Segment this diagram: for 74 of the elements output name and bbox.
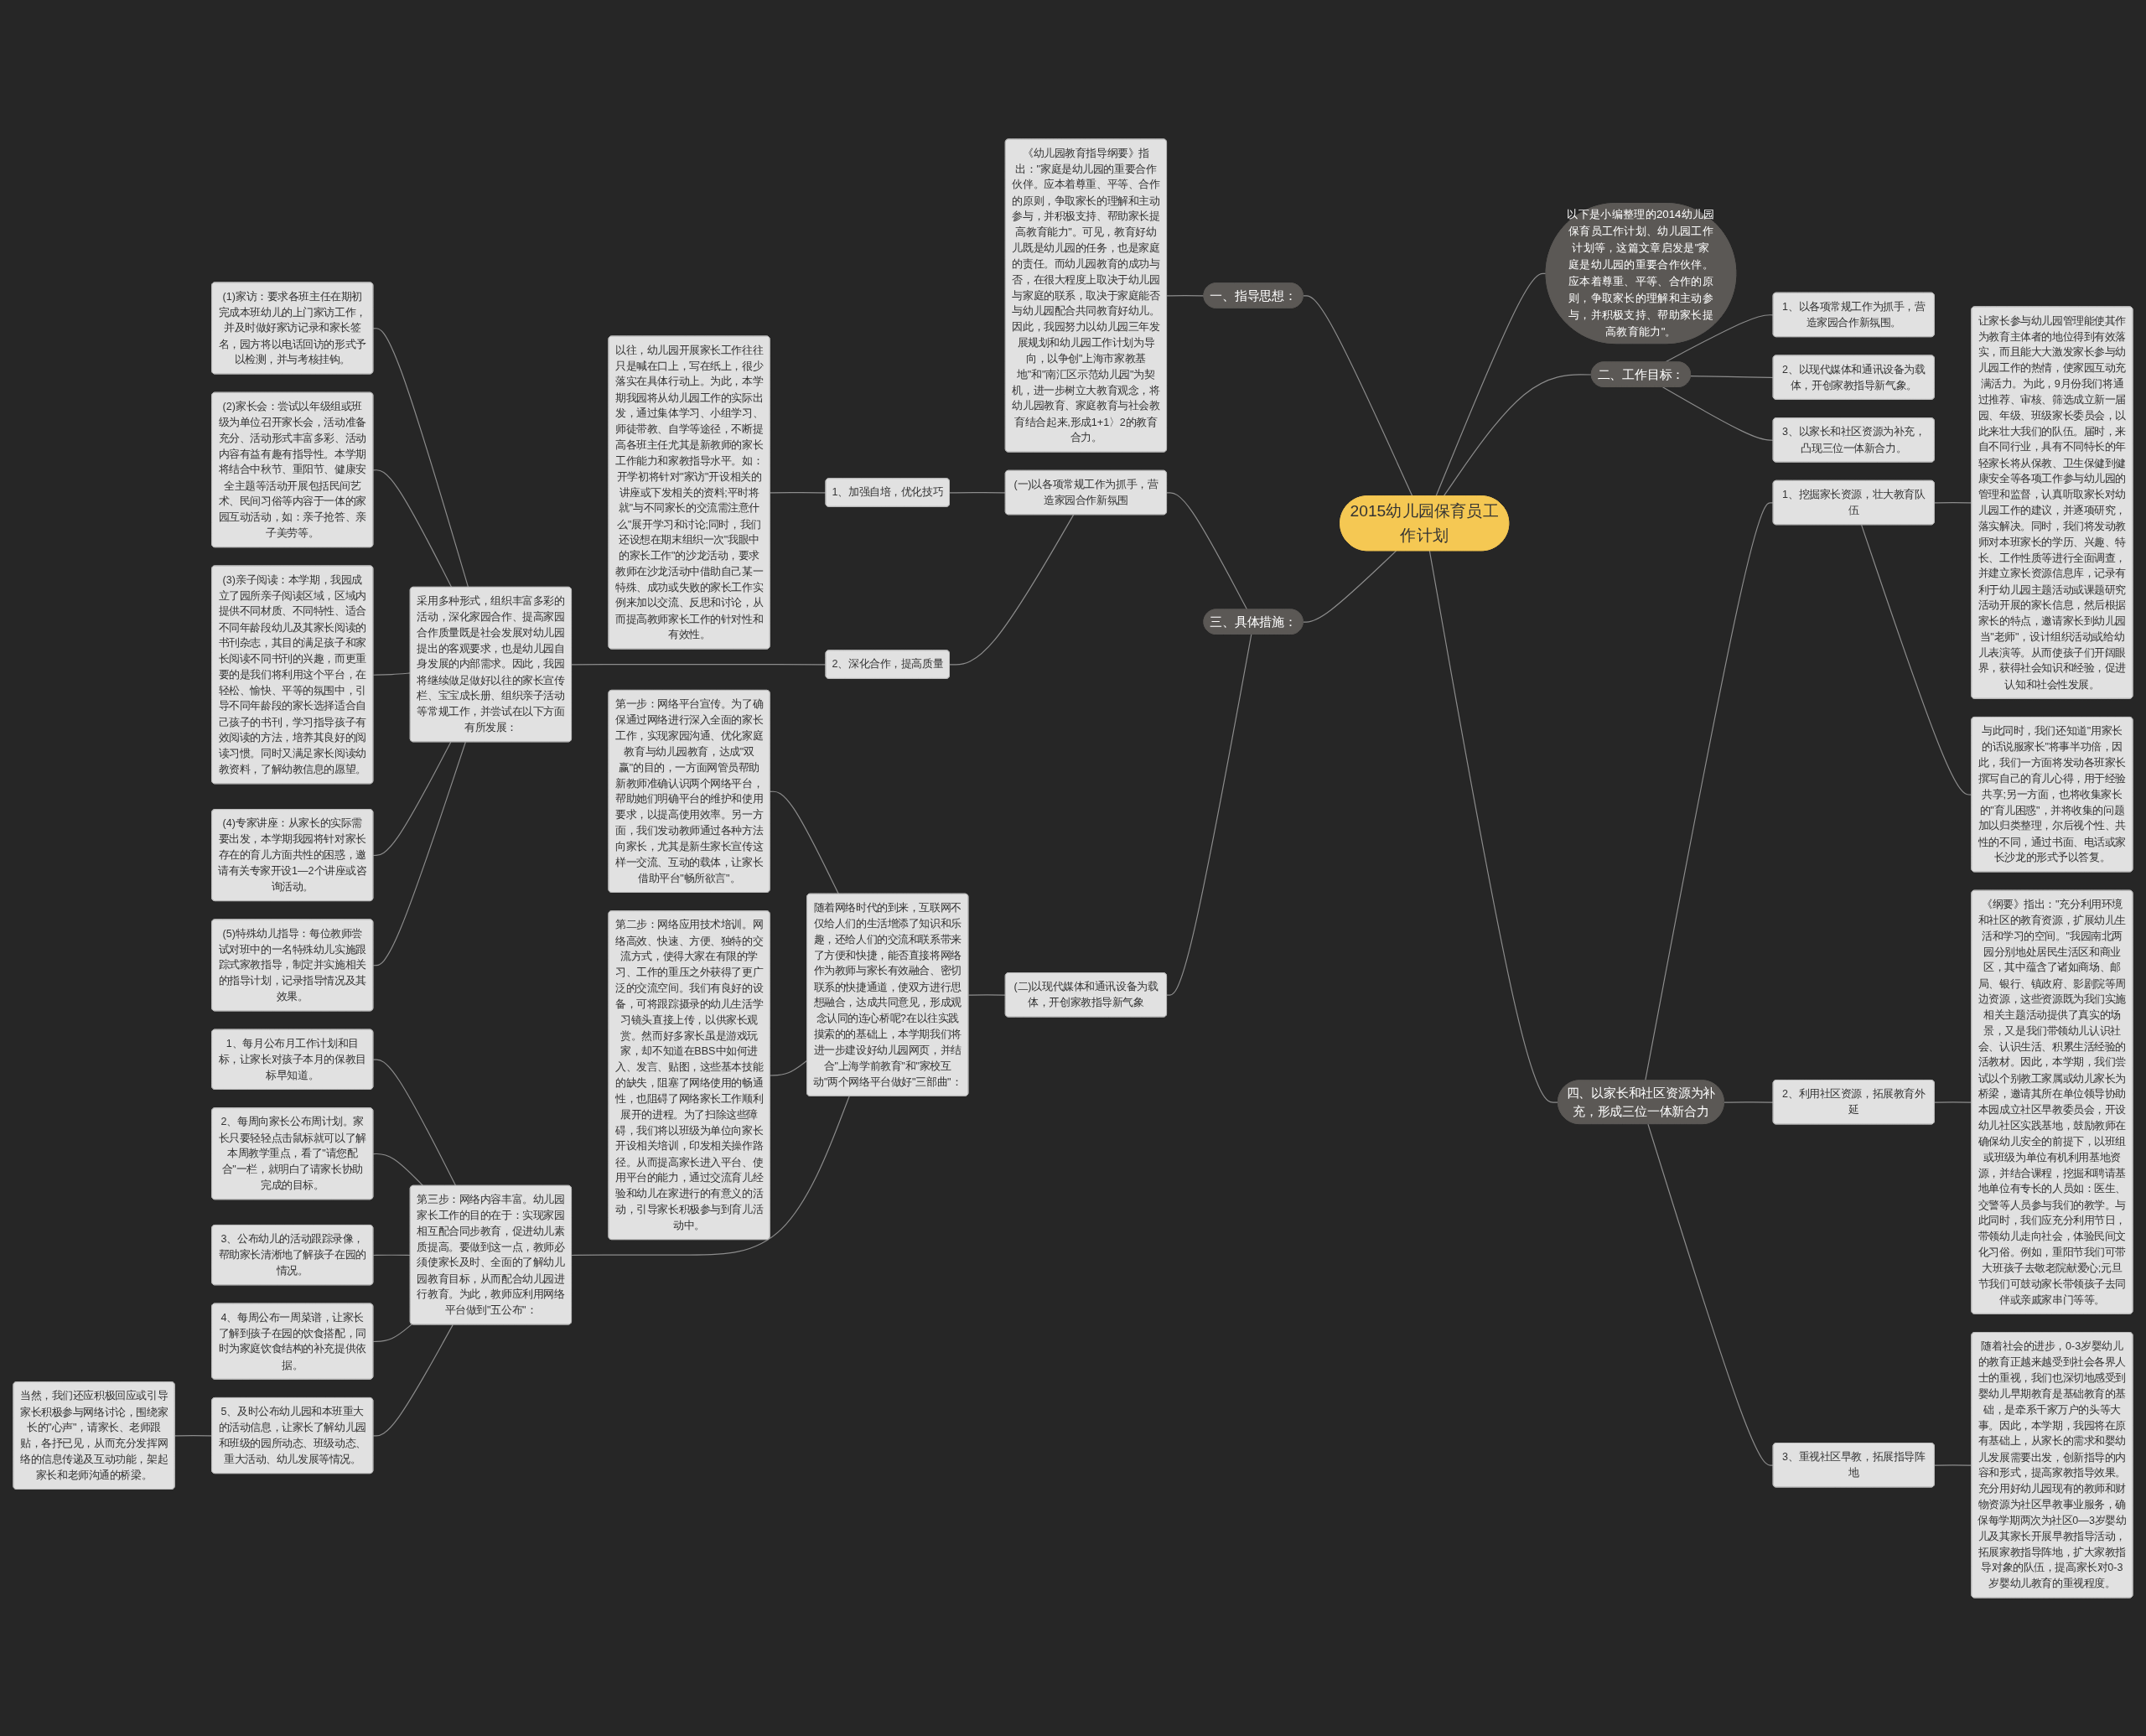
text-card: 1、挖掘家长资源，壮大教育队伍 xyxy=(1772,479,1935,525)
text-card: 随着网络时代的到来，互联网不仅给人们的生活增添了知识和乐趣，还给人们的交流和联系带来了方便和快捷，能否直接将网络作为教师与家长有效融合、密切联系的快捷通道，使双方进行思想融合，达成共同意见，形成观念认同的连心桥呢?在以往实践摸索的的基础上，本学期我们将进一步建设好幼儿园网页，并结合"上海学前教育"和"家校互动"两个网络平台做好"三部曲"： xyxy=(806,893,969,1096)
connector-line xyxy=(949,514,1075,666)
text-card: (3)亲子阅读：本学期，我园成立了园所亲子阅读区域，区域内提供不同材质、不同特性、适合不同年龄段幼儿及其家长阅读的书刊杂志，其目的满足孩子和家长阅读不同书刊的兴趣，而更重要的是我们将利用这个平台，在轻松、愉快、平等的氛围中，引导不同年龄段的家长选择适合自己孩子的书刊，学习指导孩子有效阅读的方法，培养其良好的阅读习惯。同时又满足家长阅读幼教资料，了解幼教信息的愿望。 xyxy=(211,565,374,784)
connector-line xyxy=(1934,1101,1972,1103)
connector-line xyxy=(372,671,412,676)
text-card: 2、每周向家长公布周计划。家长只要轻轻点击鼠标就可以了解本周教学重点，看了"请您配合"一栏，就明白了请家长协助完成的目标。 xyxy=(211,1106,374,1200)
text-card: 第二步：网络应用技术培训。网络高效、快速、方便、独特的交流方式，使得大家在有限的学习、工作的重压之外获得了更广泛的交流空间。我们有良好的设备，可将跟踪摄录的幼儿生活学习镜头直接上传，以供家长观赏。然而好多家长虽是游戏玩家，却不知道在BBS中如何进入、发言、贴图，这些基本技能的缺失，阻塞了网络使用的畅通性，也阻碍了网络家长工作顺利展开的进程。为了扫除这些障碍，我们将以班级为单位向家长开设相关培训，印发相关操作路径。从而提高家长进入平台、使用平台的能力，通过交流育儿经验和幼儿在家进行的有意义的活动，引导家长积极参与到育儿活动中。 xyxy=(608,909,770,1240)
connector-line xyxy=(1690,375,1775,378)
text-card: 第三步：网络内容丰富。幼儿园家长工作的目的在于：实现家园相互配合同步教育，促进幼儿素质提高。要做到这一点，教师必须使家长及时、全面的了解幼儿园教育目标，从而配合幼儿园进行教育。为此，教师应利用网络平台做到"五公布"： xyxy=(409,1184,572,1324)
text-card: 1、每月公布月工作计划和目标，让家长对孩子本月的保教目标早知道。 xyxy=(211,1029,374,1090)
text-card: 《幼儿园教育指导纲要》指出："家庭是幼儿园的重要合作伙伴。应本着尊重、平等、合作的原则，争取家长的理解和主动参与，并积极支持、帮助家长提高教育能力"。可见，教育好幼儿既是幼儿园的任务，也是家庭的责任。而幼儿园教育的成功与否，在很大程度上取决于幼儿园与家庭的联系，取决于家庭能否与幼儿园配合共同教育好幼儿。因此，我园努力以幼儿园三年发展规划和幼儿园工作计划为导向，以争创"上海市家教基地"和"南汇区示范幼儿园"为契机，进一步树立大教育观念，将幼儿园教育、家庭教育与社会教育结合起来,形成1+1〉2的教育合力。 xyxy=(1004,138,1167,452)
text-card: (二)以现代媒体和通讯设备为载体，开创家教指导新气象 xyxy=(1004,972,1167,1017)
text-card: 3、公布幼儿的活动跟踪录像，帮助家长清淅地了解孩子在园的情况。 xyxy=(211,1224,374,1285)
connector-line xyxy=(174,1434,213,1436)
text-card: (5)特殊幼儿指导：每位教师尝试对班中的一名特殊幼儿实施跟踪式家教指导，制定并实施相关的指导计划，记录指导情况及其效果。 xyxy=(211,918,374,1011)
branch-topic: 一、指导思想： xyxy=(1203,282,1304,308)
text-card: 《纲要》指出："充分利用环境和社区的教育资源，扩展幼儿生活和学习的空间。"我园南北两园分别地处居民生活区和商业区，其中蕴含了诸如商场、邮局、银行、镇政府、影剧院等周边资源，这些资源既为我们实施相关主题活动提供了真实的场景，又是我们带领幼儿认识社会、认识生活、积累生活经验的活教材。因此，本学期，我们尝试以个别教工家属或幼儿家长为桥梁，邀请其所在单位领导协助本园成立社区早教委员会，开设幼儿社区实践基地，鼓励教师在确保幼儿安全的前提下，以班组或班级为单位有机利用基地资源，并结合课程，挖掘和聘请基地单位有专长的人员如：医生、交警等人员参与我们的教学。与此同时，我们应充分利用节日，带领幼儿走向社会，体验民间文化习俗。例如，重阳节我们可带大班孩子去敬老院献爱心;元旦节我们可鼓动家长带领孩子去同伴或亲戚家串门等等。 xyxy=(1971,889,2133,1314)
connector-line xyxy=(1166,294,1205,296)
connector-line xyxy=(1647,1122,1775,1466)
connector-line xyxy=(372,327,469,588)
text-card: 5、及时公布幼儿园和本班重大的活动信息，让家长了解幼儿园和班级的园所动态、班级动态、重大活动、幼儿发展等情况。 xyxy=(211,1397,374,1474)
connector-line xyxy=(372,1323,412,1342)
connector-line xyxy=(1645,501,1775,1081)
connector-line xyxy=(372,741,466,966)
connector-line xyxy=(967,993,1007,996)
connector-line xyxy=(1934,501,1972,503)
text-card: (4)专家讲座：从家长的实际需要出发，本学期我园将针对家长存在的育儿方面共性的困惑，邀请有关专家开设1—2个讲座或咨询活动。 xyxy=(211,808,374,901)
text-card: (一)以各项常规工作为抓手，营造家园合作新氛围 xyxy=(1004,469,1167,515)
connector-line xyxy=(770,1059,808,1076)
connector-line xyxy=(1166,633,1252,996)
connector-line xyxy=(571,1095,850,1256)
text-card: 采用多种形式，组织丰富多彩的活动，深化家园合作、提高家园合作质量既是社会发展对幼儿园提出的客观要求，也是幼儿园自身发展的内部需求。因此，我园将继续做足做好以往的家长宣传栏、宝宝成长册、组织亲子活动等常规工作，并尝试在以下方面有所发展： xyxy=(409,586,572,742)
connector-line xyxy=(770,790,839,894)
branch-topic: 三、具体措施： xyxy=(1203,609,1304,635)
connector-line xyxy=(1428,550,1559,1103)
connector-line xyxy=(1443,373,1593,497)
connector-line xyxy=(372,1254,412,1256)
text-card: 与此同时，我们还知道"用家长的话说服家长"将事半功倍，因此，我们一方面将发动各班家长撰写自己的育儿心得，用于经验共享;另一方面，也将收集家长的"育儿困惑"，并将收集的问题加以归类整理，尔后视个性、共性的不同，通过书面、电话或家长沙龙的形式予以答复。 xyxy=(1971,716,2133,872)
connector-line xyxy=(1303,294,1413,497)
text-card: (1)家访：要求各班主任在期初完成本班幼儿的上门家访工作，并及时做好家访记录和家长签名，园方将以电话回访的形式予以检测，并与考核挂钩。 xyxy=(211,282,374,374)
text-card: 1、以各项常规工作为抓手，营造家园合作新氛围。 xyxy=(1772,292,1935,337)
connector-line xyxy=(1934,1464,1972,1466)
branch-topic: 四、以家长和社区资源为补充，形成三位一体新合力 xyxy=(1558,1080,1724,1124)
text-card: 随着社会的进步，0-3岁婴幼儿的教育正越来越受到社会各界人士的重视，我们也深切地感受到婴幼儿早期教育是基础教育的基础，是牵系千家万户的头等大事。因此，本学期，我园将在原有基础上，从家长的需求和婴幼儿发展需要出发，创新指导的内容和形式，提高家教指导效果。充分用好幼儿园现有的教师和财物资源为社区早教事业服务，确保每学期两次为社区0—3岁婴幼儿及其家长开展早教指导活动，拓展家教指导阵地，扩大家教指导对象的队伍，提高家长对0-3岁婴幼儿教育的重视程度。 xyxy=(1971,1331,2133,1598)
connector-line xyxy=(949,491,1007,493)
connector-line xyxy=(1724,1101,1775,1103)
text-card: 3、重视社区早教，拓展指导阵地 xyxy=(1772,1442,1935,1487)
text-card: 2、以现代媒体和通讯设备为载体，开创家教指导新气象。 xyxy=(1772,355,1935,400)
connector-line xyxy=(1661,386,1775,441)
connector-line xyxy=(372,1324,454,1436)
text-card: 以往，幼儿园开展家长工作往往只是喊在口上，写在纸上，很少落实在具体行动上。为此，本学期我园将从幼儿园工作的实际出发，通过集体学习、小组学习、师徒带教、自学等途径，不断提高各班主任尤其是新教师的家长工作能力和家教指导水平。如：开学初将针对"家访"开设相关的讲座或下发相关的资料;平时将就"与不同家长的交流需注意什么"展开学习和讨论;同时，我们还设想在期末组织一次"我眼中的家长工作"的沙龙活动，要求教师在沙龙活动中借助自己某一特殊、成功或失败的家长工作实例来加以交流、反思和讨论，从而提高教师家长工作的针对性和有效性。 xyxy=(608,335,770,649)
text-card: 1、加强自培，优化技巧 xyxy=(825,477,950,507)
connector-line xyxy=(571,663,827,666)
connector-line xyxy=(372,1059,457,1186)
connector-line xyxy=(372,741,452,856)
connector-line xyxy=(372,1153,424,1186)
text-card: 当然，我们还应积极回应或引导家长积极参与网络讨论，围绕家长的"心声"，请家长、老师跟贴，各抒已见，从而充分发挥网络的信息传递及互动功能，架起家长和老师沟通的桥梁。 xyxy=(13,1381,175,1490)
connector-line xyxy=(1166,491,1248,610)
connector-line xyxy=(1303,550,1397,623)
connector-line xyxy=(372,469,453,588)
text-card: 让家长参与幼儿园管理能使其作为教育主体者的地位得到有效落实，而且能大大激发家长参与幼儿园工作的热情，使家园互动充满活力。为此，9月份我们将通过推荐、审核、筛选成立新一届园、年级、班级家长委员会，以此来壮大我们的队伍。届时，来自不同行业，具有不同特长的年轻家长将从保教、卫生保健到健康安全等各项工作参与幼儿园的管理和监督，认真听取家长对幼儿园工作的建议，并逐项研究，落实解决。同时，我们将发动教师对本班家长的学历、兴趣、特长、工作性质等进行全面调查，并建立家长资源信息库，记录有利于幼儿园主题活动或课题研究活动开展的家长信息，然后根据家长的特点，邀请家长到幼儿园当"老师"，设计组织活动或给幼儿表演等。从而使孩子们开阔眼界，获得社会知识和经验，促进认知和社会性发展。 xyxy=(1971,305,2133,699)
text-card: 第一步：网络平台宣传。为了确保通过网络进行深入全面的家长工作，实现家园沟通、优化家庭教育与幼儿园教育，达成"双赢"的目的，一方面网管员帮助新教师准确认识两个网络平台，帮助她们明确平台的维护和使用要求，以提高使用效率。另一方面，我们发动教师通过各种方法向家长，尤其是新生家长宣传这样一交流、互动的载体，让家长借助平台"畅所欲言"。 xyxy=(608,689,770,893)
text-card: 2、深化合作，提高质量 xyxy=(825,649,950,679)
connector-line xyxy=(1435,272,1547,497)
text-card: 2、利用社区资源，拓展教育外延 xyxy=(1772,1079,1935,1124)
text-card: 4、每周公布一周菜谱，让家长了解到孩子在园的饮食搭配，同时为家庭饮食结构的补充提供依据。 xyxy=(211,1303,374,1380)
text-card: 3、以家长和社区资源为补充，凸现三位一体新合力。 xyxy=(1772,417,1935,462)
connector-line xyxy=(1860,524,1972,795)
connector-line xyxy=(770,491,827,493)
intro-bubble: 以下是小编整理的2014幼儿园保育员工作计划、幼儿园工作计划等，这篇文章启发是"家庭是幼儿园的重要合作伙伴。应本着尊重、平等、合作的原则，争取家长的理解和主动参与，并积极支持、帮助家长提高教育能力"。 xyxy=(1545,202,1737,344)
branch-topic: 二、工作目标： xyxy=(1590,360,1691,387)
text-card: (2)家长会：尝试以年级组或班级为单位召开家长会，活动准备充分、活动形式丰富多彩、活动内容有益有趣有指导性。本学期将结合中秋节、重阳节、健康安全主题等活动开展包括民间艺术、民间习俗等内容于一体的家园互动活动，如：亲子抢答、亲子美劳等。 xyxy=(211,391,374,547)
central-topic: 2015幼儿园保育员工作计划 xyxy=(1340,495,1510,551)
